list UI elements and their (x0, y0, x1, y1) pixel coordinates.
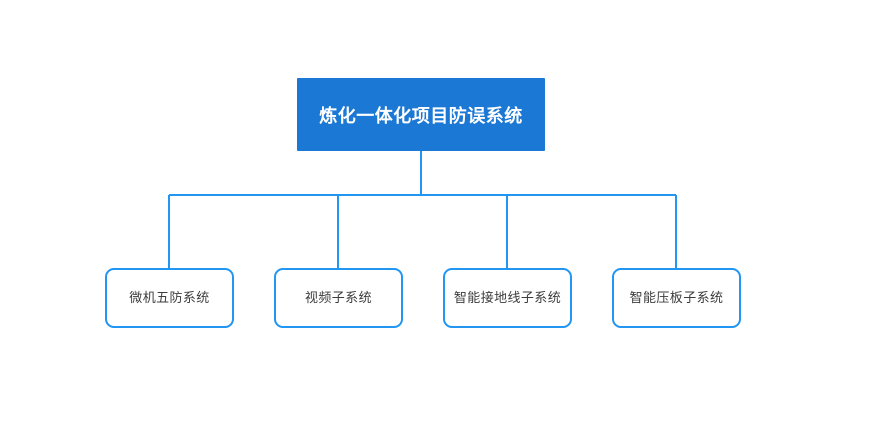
child-node-1[interactable]: 微机五防系统 (105, 268, 234, 328)
child-node-4-label: 智能压板子系统 (629, 290, 724, 306)
child-node-3[interactable]: 智能接地线子系统 (443, 268, 572, 328)
child-node-2[interactable]: 视频子系统 (274, 268, 403, 328)
child-node-2-label: 视频子系统 (304, 290, 372, 306)
child-node-3-label: 智能接地线子系统 (453, 290, 562, 306)
child-node-1-label: 微机五防系统 (129, 290, 210, 306)
child-node-4[interactable]: 智能压板子系统 (612, 268, 741, 328)
root-node[interactable]: 炼化一体化项目防误系统 (297, 78, 545, 151)
root-node-label: 炼化一体化项目防误系统 (319, 105, 523, 126)
